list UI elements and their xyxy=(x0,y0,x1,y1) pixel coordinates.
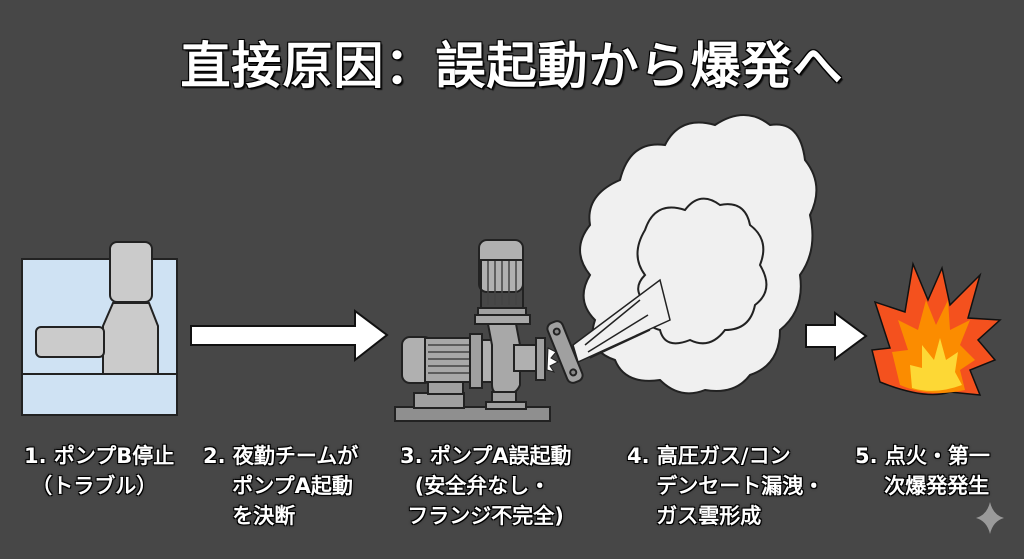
explosion-icon xyxy=(871,261,1002,396)
page-title: 直接原因：誤起動から爆発へ xyxy=(180,37,844,95)
pump-with-broken-flange-icon xyxy=(394,239,584,422)
step-1-label: 1. ポンプB停止 （トラブル） xyxy=(24,444,175,498)
sparkle-icon xyxy=(976,502,1004,534)
step-3-label: 3. ポンプA誤起動 (安全弁なし・ フランジ不完全) xyxy=(400,444,572,528)
stopped-pump-enclosure-icon xyxy=(21,241,178,416)
step-4-label: 4. 高圧ガス/コン デンセート漏洩・ ガス雲形成 xyxy=(627,444,825,528)
step-2-label: 2. 夜勤チームが ポンプA起動 を決断 xyxy=(203,444,359,528)
step-5-label: 5. 点火・第一 次爆発発生 xyxy=(855,444,990,498)
arrow-right-icon xyxy=(190,309,389,363)
gas-cloud-icon xyxy=(572,114,818,395)
arrow-right-icon xyxy=(805,311,868,361)
